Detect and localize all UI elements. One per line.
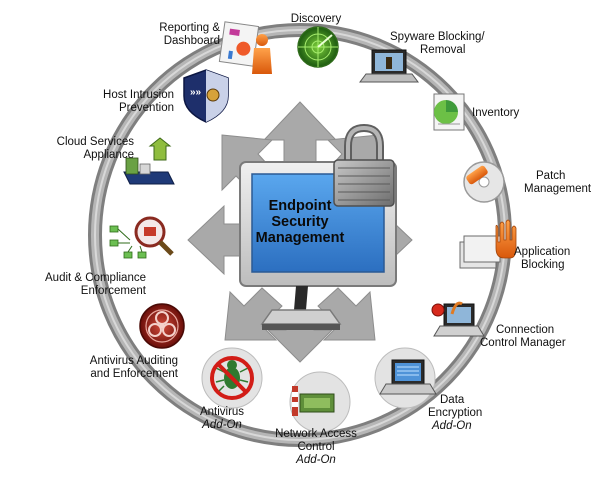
biohazard-icon: [139, 303, 185, 349]
addon-label: Add-On: [296, 454, 336, 466]
label-inventory: Inventory: [472, 107, 520, 119]
ring: [88, 23, 512, 447]
label-cloud-services: Cloud Services Appliance: [56, 136, 134, 161]
magnifier-network-icon: [109, 216, 174, 259]
label-antivirus: Antivirus Add-On: [199, 406, 245, 431]
center-title-line-1: Endpoint: [268, 198, 332, 214]
center-title-line-2: Security: [271, 214, 329, 230]
label-network-access-control: Network Access Control Add-On: [275, 428, 357, 466]
svg-text:»»: »»: [190, 87, 202, 98]
label-discovery: Discovery: [290, 13, 342, 25]
label-audit-compliance: Audit & Compliance Enforcement: [45, 272, 146, 297]
label-connection-control: Connection Control Manager: [480, 324, 566, 349]
encryption-laptop-icon: [379, 359, 437, 395]
shield-icon: »»: [183, 69, 229, 123]
addon-label: Add-On: [432, 420, 472, 432]
arrow-lower-left: [224, 287, 283, 341]
arrow-up: [262, 101, 338, 171]
label-application-blocking: Application Blocking: [514, 246, 571, 271]
appliance-icon: [123, 137, 175, 185]
arrow-lower-right: [317, 287, 376, 341]
patch-cd-icon: [463, 161, 505, 203]
report-person-icon: [218, 21, 272, 74]
padlock-icon: [333, 123, 395, 207]
label-spyware: Spyware Blocking/ Removal: [390, 31, 485, 56]
label-patch: Patch Management: [524, 170, 592, 195]
label-antivirus-auditing: Antivirus Auditing and Enforcement: [89, 355, 178, 380]
label-reporting: Reporting & Dashboard: [159, 22, 220, 47]
center-title: Endpoint Security Management: [240, 198, 360, 246]
label-host-intrusion: Host Intrusion Prevention: [103, 89, 174, 114]
radar-icon: [297, 26, 339, 68]
label-data-encryption: Data Encryption Add-On: [428, 394, 483, 432]
laptop-spyware-icon: [359, 49, 419, 83]
no-bug-icon: [210, 356, 254, 400]
addon-label: Add-On: [202, 419, 242, 431]
laptop-connection-icon: [431, 301, 485, 337]
stop-hand-icon: [459, 219, 517, 269]
inventory-chart-icon: [433, 93, 465, 131]
barrier-gate-icon: [292, 386, 335, 416]
center-title-line-3: Management: [255, 230, 345, 246]
